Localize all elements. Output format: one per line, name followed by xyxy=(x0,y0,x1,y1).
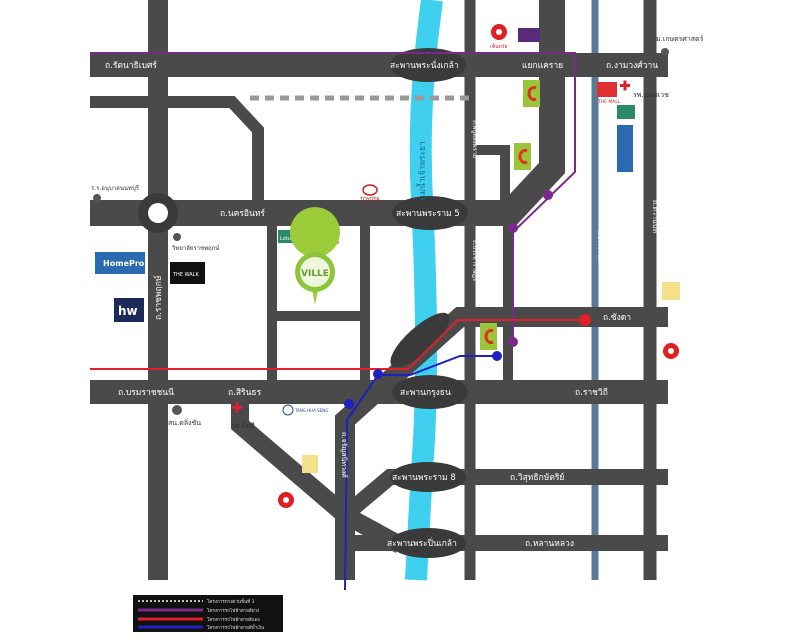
hospital-cross-icon xyxy=(235,402,239,413)
purple-line xyxy=(90,52,576,342)
label-prachachuen: ถ.ประชาชื่น xyxy=(596,230,604,261)
school-marker xyxy=(93,194,101,202)
hospital-top-cross-icon xyxy=(623,80,627,91)
label-phra-nang-klao-bridge: สะพานพระนั่งเกล้า xyxy=(390,59,459,71)
homepro-right-logo-icon xyxy=(617,125,633,172)
label-ratchawithi: ถ.ราชวิถี xyxy=(575,387,608,398)
label-rama8-bridge: สะพานพระราม 8 xyxy=(392,473,456,483)
police-marker xyxy=(172,405,182,415)
kaset-marker xyxy=(661,48,669,56)
label-rama5-bridge: สะพานพระราม 5 xyxy=(396,209,460,219)
label-lotus: Lotus xyxy=(280,236,294,242)
label-ratchaphruek: ถ.ราชพฤกษ์ xyxy=(153,275,164,320)
hw-logo-icon xyxy=(114,298,144,322)
label-the-walk: THE WALK xyxy=(172,272,199,278)
legend-item-blue: โครงการรถไฟฟ้าสายสีน้ำเงิน xyxy=(207,624,264,631)
label-homepro: HomePro xyxy=(103,259,145,268)
label-krungthon-bridge: สะพานกรุงธน xyxy=(400,388,451,398)
label-hospital-bottom: รพ.ยันฮี xyxy=(231,422,255,430)
project-location-pin xyxy=(290,207,340,305)
stations xyxy=(344,190,591,409)
label-pracharat: ถ.ประชาราษฎร์ xyxy=(471,240,479,282)
legend-item-expressway: โครงการทางด่วนขั้นที่ 3 xyxy=(207,598,254,605)
expressway-ramp xyxy=(390,312,450,368)
yellow-store-logo-icon xyxy=(302,455,318,473)
label-project: VILLE xyxy=(301,269,329,279)
label-kaset: ม.เกษตรศาสตร์ xyxy=(656,35,704,43)
lotus-right-logo-icon xyxy=(617,105,635,119)
homepro-left-logo-icon xyxy=(95,252,145,274)
label-khae-rai: แยกแคราย xyxy=(522,61,563,71)
label-hospital-top: รพ.นนทเวช xyxy=(633,91,669,99)
label-central: เซ็นทรัล xyxy=(490,42,508,50)
legend-item-red: โครงการรถไฟฟ้าสายสีแดง xyxy=(207,616,260,623)
label-wisut: ถ.วิสุทธิกษัตริย์ xyxy=(510,472,564,483)
roundabout-center xyxy=(148,203,168,223)
central-logo-icon xyxy=(278,24,679,508)
label-phibun: ถ.พิบูลสงคราม xyxy=(471,120,478,158)
label-singda: ถ.ซังดา xyxy=(603,313,631,323)
road-network xyxy=(90,0,668,580)
college-marker xyxy=(173,233,181,241)
purple-brand-logo-icon xyxy=(518,28,540,42)
label-toyota: TOYOTA xyxy=(359,197,380,203)
label-sirindhorn: ถ.สิรินธร xyxy=(228,388,262,398)
river xyxy=(405,0,443,581)
label-lan-luang: ถ.หลานหลวง xyxy=(525,539,574,549)
legend-item-purple: โครงการรถไฟฟ้าสายสีม่วง xyxy=(207,607,259,614)
label-nakhon-in: ถ.นครอินทร์ xyxy=(220,208,265,219)
the-walk-logo-icon xyxy=(170,262,205,284)
label-river: แม่น้ำเจ้าพระยา xyxy=(416,141,428,200)
label-tiwanon: ถ.ติวานนท์ xyxy=(651,200,659,233)
label-school: ร.ร.อนุบาลนนทบุรี xyxy=(91,184,140,192)
label-charan: ถ.จรัญสนิทวงศ์ xyxy=(340,432,348,478)
blue-line xyxy=(344,355,497,591)
legend: โครงการทางด่วนขั้นที่ 3 โครงการรถไฟฟ้าสา… xyxy=(133,595,283,632)
label-tang-hua-seng: TANG HUA SENG xyxy=(294,408,328,413)
red-line xyxy=(90,319,585,370)
the-mall-logo-icon xyxy=(597,82,617,97)
label-college: วิทยาลัยราชพฤกษ์ xyxy=(171,244,219,252)
tang-hua-seng-logo-icon xyxy=(282,404,294,416)
label-ngamwongwan: ถ.งามวงศ์วาน xyxy=(606,60,658,71)
label-the-mall: THE MALL xyxy=(597,99,621,105)
label-hw: hw xyxy=(118,304,138,318)
label-borommaratchachonnani: ถ.บรมราชชนนี xyxy=(118,387,174,398)
toyota-logo-icon xyxy=(362,184,378,196)
label-rattanathibet: ถ.รัตนาธิเบศร์ xyxy=(105,60,157,71)
label-police: สน.ตลิ่งชัน xyxy=(168,418,201,427)
big-c-logo-icon xyxy=(480,80,540,350)
yellow-store-logo-icon xyxy=(662,282,680,300)
label-pinklao-bridge: สะพานพระปิ่นเกล้า xyxy=(387,537,457,549)
bridges xyxy=(390,48,468,558)
